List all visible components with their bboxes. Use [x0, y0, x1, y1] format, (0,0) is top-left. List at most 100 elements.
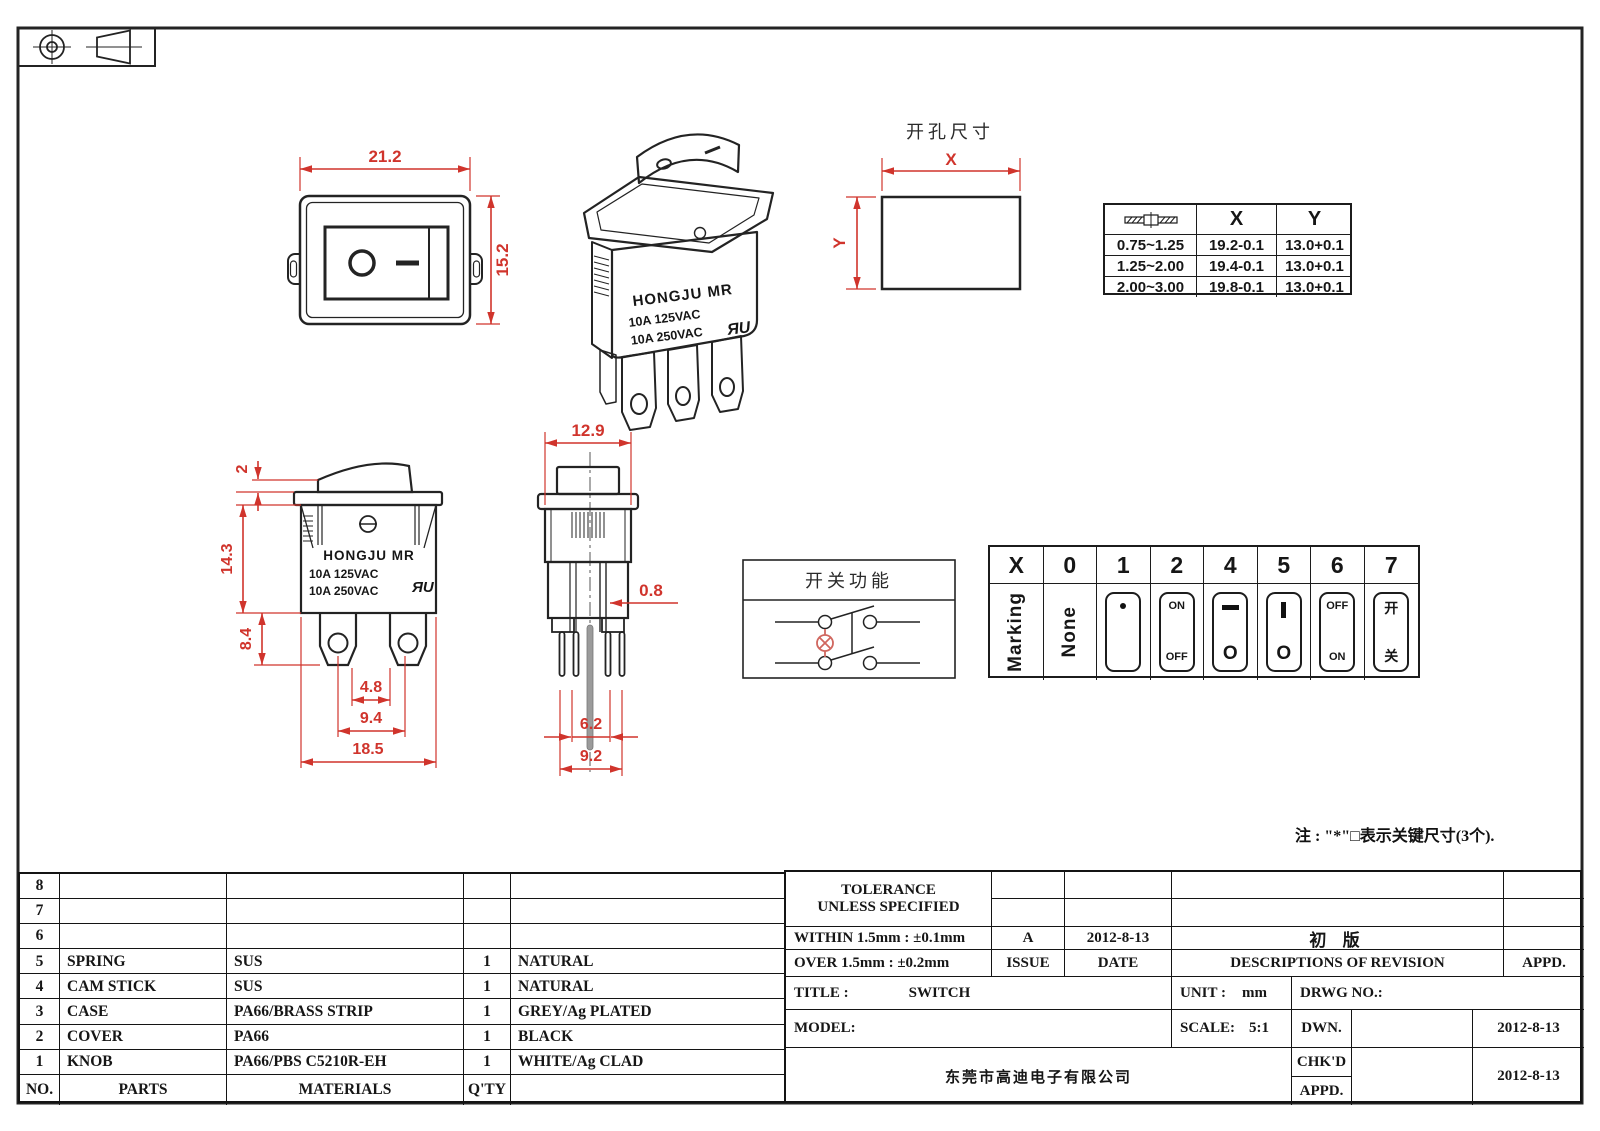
rocker-dash-circle-icon: O [1212, 592, 1249, 672]
parts-table: 8 7 6 5 SPRING SUS 1 NATURAL 4 CAM STICK… [18, 872, 790, 1105]
footer-materials: MATERIALS [227, 1074, 464, 1105]
panel-thickness-icon [1105, 205, 1197, 235]
part-name: CAM STICK [60, 974, 227, 1000]
chkd-label: CHK'D [1292, 1048, 1352, 1077]
cutout-view: 开孔尺寸 X Y [830, 122, 1022, 291]
part-no: 7 [20, 899, 60, 925]
page-border [16, 26, 1584, 1105]
dim-terminal-thickness: 0.8 [639, 581, 663, 600]
rating1-marking: 10A 125VAC [309, 567, 379, 581]
part-no: 2 [20, 1024, 60, 1050]
dim-pitch-a: 4.8 [360, 679, 382, 696]
function-box: 开关功能 [742, 559, 956, 679]
part-no: 3 [20, 999, 60, 1025]
part-name: COVER [60, 1024, 227, 1050]
table-cell: 13.0+0.1 [1277, 256, 1352, 277]
marking-header: 6 [1311, 547, 1365, 584]
part-color: GREY/Ag PLATED [511, 999, 790, 1025]
part-no: 5 [20, 949, 60, 975]
side-view: HONGJU MR 10A 125VAC 10A 250VAC ЯU 2 14.… [219, 461, 444, 768]
part-no: 4 [20, 974, 60, 1000]
part-material [227, 924, 464, 950]
ul-mark-icon: ЯU [411, 579, 435, 596]
part-name: SPRING [60, 949, 227, 975]
cutout-title: 开孔尺寸 [906, 122, 994, 142]
target-circle-icon [33, 30, 71, 64]
dim-side-width: 12.9 [571, 421, 604, 440]
marking-header: X [990, 547, 1044, 584]
part-color [511, 924, 790, 950]
revision-label: DESCRIPTIONS OF REVISION [1172, 950, 1504, 977]
dim-terminal-length: 8.4 [238, 628, 255, 650]
part-qty: 1 [464, 1024, 511, 1050]
part-material: SUS [227, 974, 464, 1000]
revision-date: 2012-8-13 [1065, 927, 1172, 950]
part-material: PA66/BRASS STRIP [227, 999, 464, 1025]
part-color [511, 899, 790, 925]
appd2-label: APPD. [1292, 1077, 1352, 1105]
date-label: DATE [1065, 950, 1172, 977]
front-view: 21.2 15.2 [287, 147, 512, 326]
circuit-diagram [775, 605, 920, 671]
marking-row-label: Marking [1005, 592, 1027, 672]
part-qty [464, 924, 511, 950]
part-qty: 1 [464, 974, 511, 1000]
projection-cone-icon [86, 29, 142, 65]
part-color: NATURAL [511, 974, 790, 1000]
part-name [60, 899, 227, 925]
dim-rocker-height: 2 [234, 464, 251, 473]
footer-no: NO. [20, 1074, 60, 1105]
dim-body-height: 14.3 [219, 543, 236, 574]
pin-view: 12.9 0.8 6.2 9.2 [536, 421, 678, 776]
part-qty [464, 899, 511, 925]
part-no: 8 [20, 874, 60, 900]
model-cell: MODEL: [786, 1010, 1172, 1048]
part-material: PA66/PBS C5210R-EH [227, 1049, 464, 1075]
marking-header: 1 [1097, 547, 1151, 584]
marking-header: 4 [1204, 547, 1258, 584]
dwn-label: DWN. [1292, 1010, 1352, 1048]
rocker-kai-guan-icon: 开 关 [1373, 592, 1410, 672]
key-dimension-note: 注 : "*"□表示关键尺寸(3个). [1295, 828, 1495, 845]
part-name [60, 924, 227, 950]
tolerance-header: TOLERANCE UNLESS SPECIFIED [786, 872, 992, 927]
function-title: 开关功能 [805, 571, 893, 591]
cutout-x-label: X [945, 150, 957, 169]
table-cell: 19.4-0.1 [1197, 256, 1277, 277]
rating2-marking: 10A 250VAC [309, 584, 379, 598]
brand-marking: HONGJU MR [323, 548, 415, 563]
issue-value: A [992, 927, 1065, 950]
table-cell: 13.0+0.1 [1285, 278, 1344, 296]
tolerance-within: WITHIN 1.5mm : ±0.1mm [786, 927, 992, 950]
rocker-on-off-icon: ON OFF [1158, 592, 1195, 672]
appd-label: APPD. [1504, 950, 1584, 977]
perspective-view: HONGJU MR 10A 125VAC 10A 250VAC ЯU [582, 133, 775, 431]
brand-marking: HONGJU MR [632, 281, 734, 310]
part-qty: 1 [464, 999, 511, 1025]
title-value: SWITCH [908, 984, 971, 1001]
unit-cell: UNIT : mm [1172, 977, 1292, 1010]
marking-header: 0 [1043, 547, 1097, 584]
dim-front-width: 21.2 [368, 147, 401, 166]
dash-mark-icon [396, 260, 419, 266]
part-color [511, 874, 790, 900]
scale-cell: SCALE: 5:1 [1172, 1010, 1292, 1048]
dwn-date: 2012-8-13 [1473, 1010, 1584, 1048]
part-name [60, 874, 227, 900]
ul-mark-icon: ЯU [725, 319, 752, 339]
footer-qty: Q'TY [464, 1074, 511, 1105]
part-material [227, 874, 464, 900]
marking-header: 2 [1150, 547, 1204, 584]
cutout-table-col-y: Y [1277, 205, 1352, 235]
cutout-y-label: Y [830, 237, 849, 249]
title-block: TOLERANCE UNLESS SPECIFIED WITHIN 1.5mm … [784, 870, 1584, 1105]
company-name: 东莞市高迪电子有限公司 [786, 1048, 1292, 1105]
part-name: CASE [60, 999, 227, 1025]
rocker-dot-icon [1105, 592, 1142, 672]
marking-header: 5 [1257, 547, 1311, 584]
dim-pin-pitch-b: 9.2 [580, 748, 602, 765]
marking-none: None [1058, 606, 1080, 658]
part-color: WHITE/Ag CLAD [511, 1050, 790, 1075]
